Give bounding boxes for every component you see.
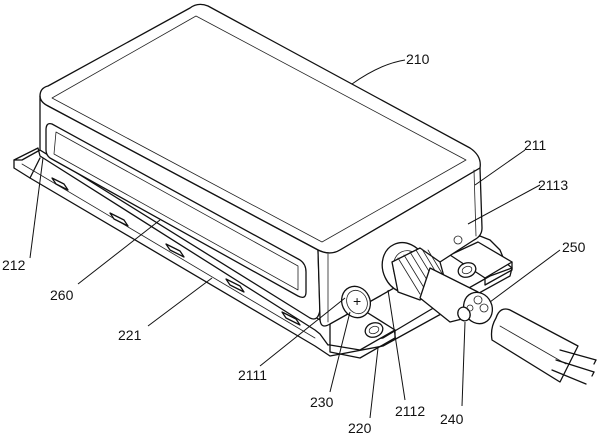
cable <box>419 267 494 325</box>
label-212: 212 <box>2 257 26 273</box>
label-260: 260 <box>50 287 74 303</box>
flange-screws <box>364 235 477 338</box>
screw: + <box>340 285 372 319</box>
label-2111: 2111 <box>238 367 267 383</box>
flange-slots <box>51 177 301 326</box>
label-2112: 2112 <box>395 403 425 419</box>
label-250: 250 <box>562 239 586 255</box>
label-220: 220 <box>348 420 372 436</box>
label-230: 230 <box>310 394 334 410</box>
label-221: 221 <box>118 327 142 343</box>
label-panel <box>45 122 307 298</box>
screw-cross-icon: + <box>353 293 361 309</box>
reference-labels: 210 211 2113 250 212 260 221 2111 230 22… <box>2 51 586 436</box>
label-240: 240 <box>440 411 464 427</box>
label-210: 210 <box>406 51 430 67</box>
label-211: 211 <box>524 137 547 153</box>
leader-lines <box>29 59 561 419</box>
loose-wire <box>490 308 597 385</box>
label-2113: 2113 <box>538 177 568 193</box>
